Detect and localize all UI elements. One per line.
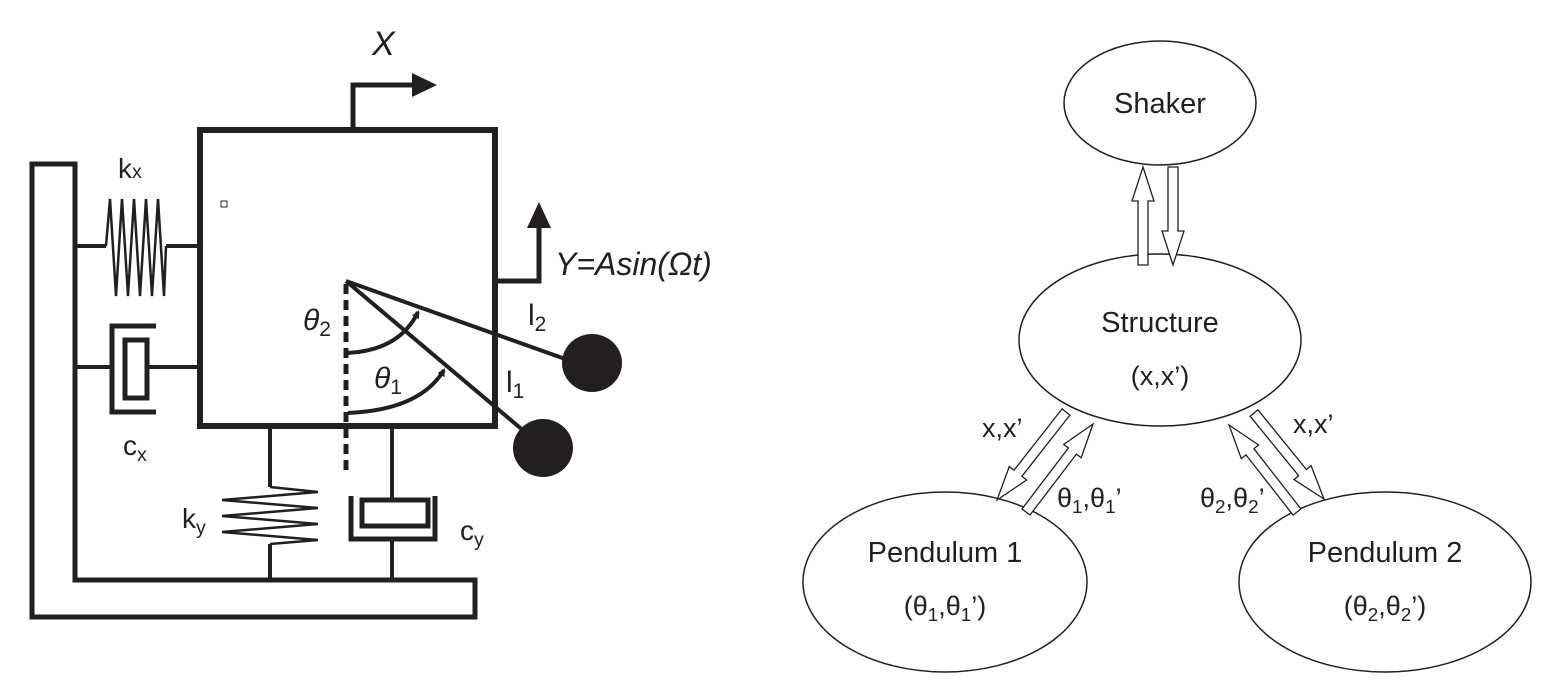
theta2-arc-arrow [347, 310, 420, 355]
edge-label-left-up: θ1,θ1’ [1057, 483, 1122, 518]
arrow-structure-to-shaker [1131, 164, 1155, 266]
edge-label-right-down: x,x’ [1293, 409, 1334, 439]
arrow-structure-to-pendulum-2 [1249, 408, 1326, 501]
arrow-shaker-to-structure [1161, 166, 1185, 268]
spring-ky [221, 426, 319, 580]
damper-cx [75, 323, 200, 415]
pendulum-rod-2 [345, 279, 569, 362]
marker-square [220, 200, 228, 208]
spring-kx [75, 198, 200, 297]
y-direction-arrow [495, 222, 542, 284]
arrow-structure-to-pendulum-1 [995, 407, 1071, 502]
pendulum-bob-2 [562, 334, 622, 392]
ky-label: ky [182, 503, 206, 539]
svg-text:Shaker: Shaker [1114, 88, 1206, 120]
edge-label-left-down: x,x’ [982, 413, 1023, 443]
kx-label: kx [118, 153, 142, 184]
svg-text:(x,x’): (x,x’) [1131, 361, 1189, 391]
svg-text:Pendulum 1: Pendulum 1 [868, 537, 1023, 569]
theta1-arc-arrow [347, 368, 446, 415]
theta2-label: θ2 [303, 304, 331, 341]
mechanical-model: X kx cx ky cy [29, 25, 712, 620]
cy-label: cy [460, 515, 484, 551]
x-direction-arrow [350, 82, 418, 130]
pendulum-bob-1 [513, 419, 573, 477]
coupling-arrows [995, 164, 1326, 517]
node-shaker: Shaker [1063, 40, 1257, 166]
damper-cy [348, 426, 438, 580]
y-excitation-label: Y=Asin(Ωt) [555, 246, 712, 282]
svg-text:(θ1,θ1’): (θ1,θ1’) [904, 591, 987, 626]
pendulum-rod-1 [344, 279, 527, 434]
structure-mass [197, 127, 498, 429]
coupling-diagram: Shaker Structure (x,x’) Pendulum 1 (θ1,θ… [802, 40, 1532, 673]
svg-text:(θ2,θ2’): (θ2,θ2’) [1344, 591, 1427, 626]
y-arrowhead-icon [527, 202, 551, 228]
svg-text:Structure: Structure [1101, 307, 1219, 339]
node-structure: Structure (x,x’) [1018, 253, 1302, 427]
edge-label-right-up: θ2,θ2’ [1200, 483, 1265, 518]
arrow-pendulum-2-to-structure [1227, 423, 1302, 517]
x-arrowhead-icon [412, 73, 437, 97]
cx-label: cx [123, 430, 147, 466]
node-pendulum-1: Pendulum 1 (θ1,θ1’) [802, 491, 1088, 673]
theta1-label: θ1 [374, 362, 402, 399]
arrow-pendulum-1-to-structure [1021, 422, 1095, 516]
svg-text:Pendulum 2: Pendulum 2 [1308, 537, 1463, 569]
l1-label: l1 [506, 366, 524, 403]
x-label: X [371, 25, 396, 63]
node-pendulum-2: Pendulum 2 (θ2,θ2’) [1238, 491, 1532, 673]
ground-frame [29, 161, 478, 620]
l2-label: l2 [528, 299, 546, 336]
